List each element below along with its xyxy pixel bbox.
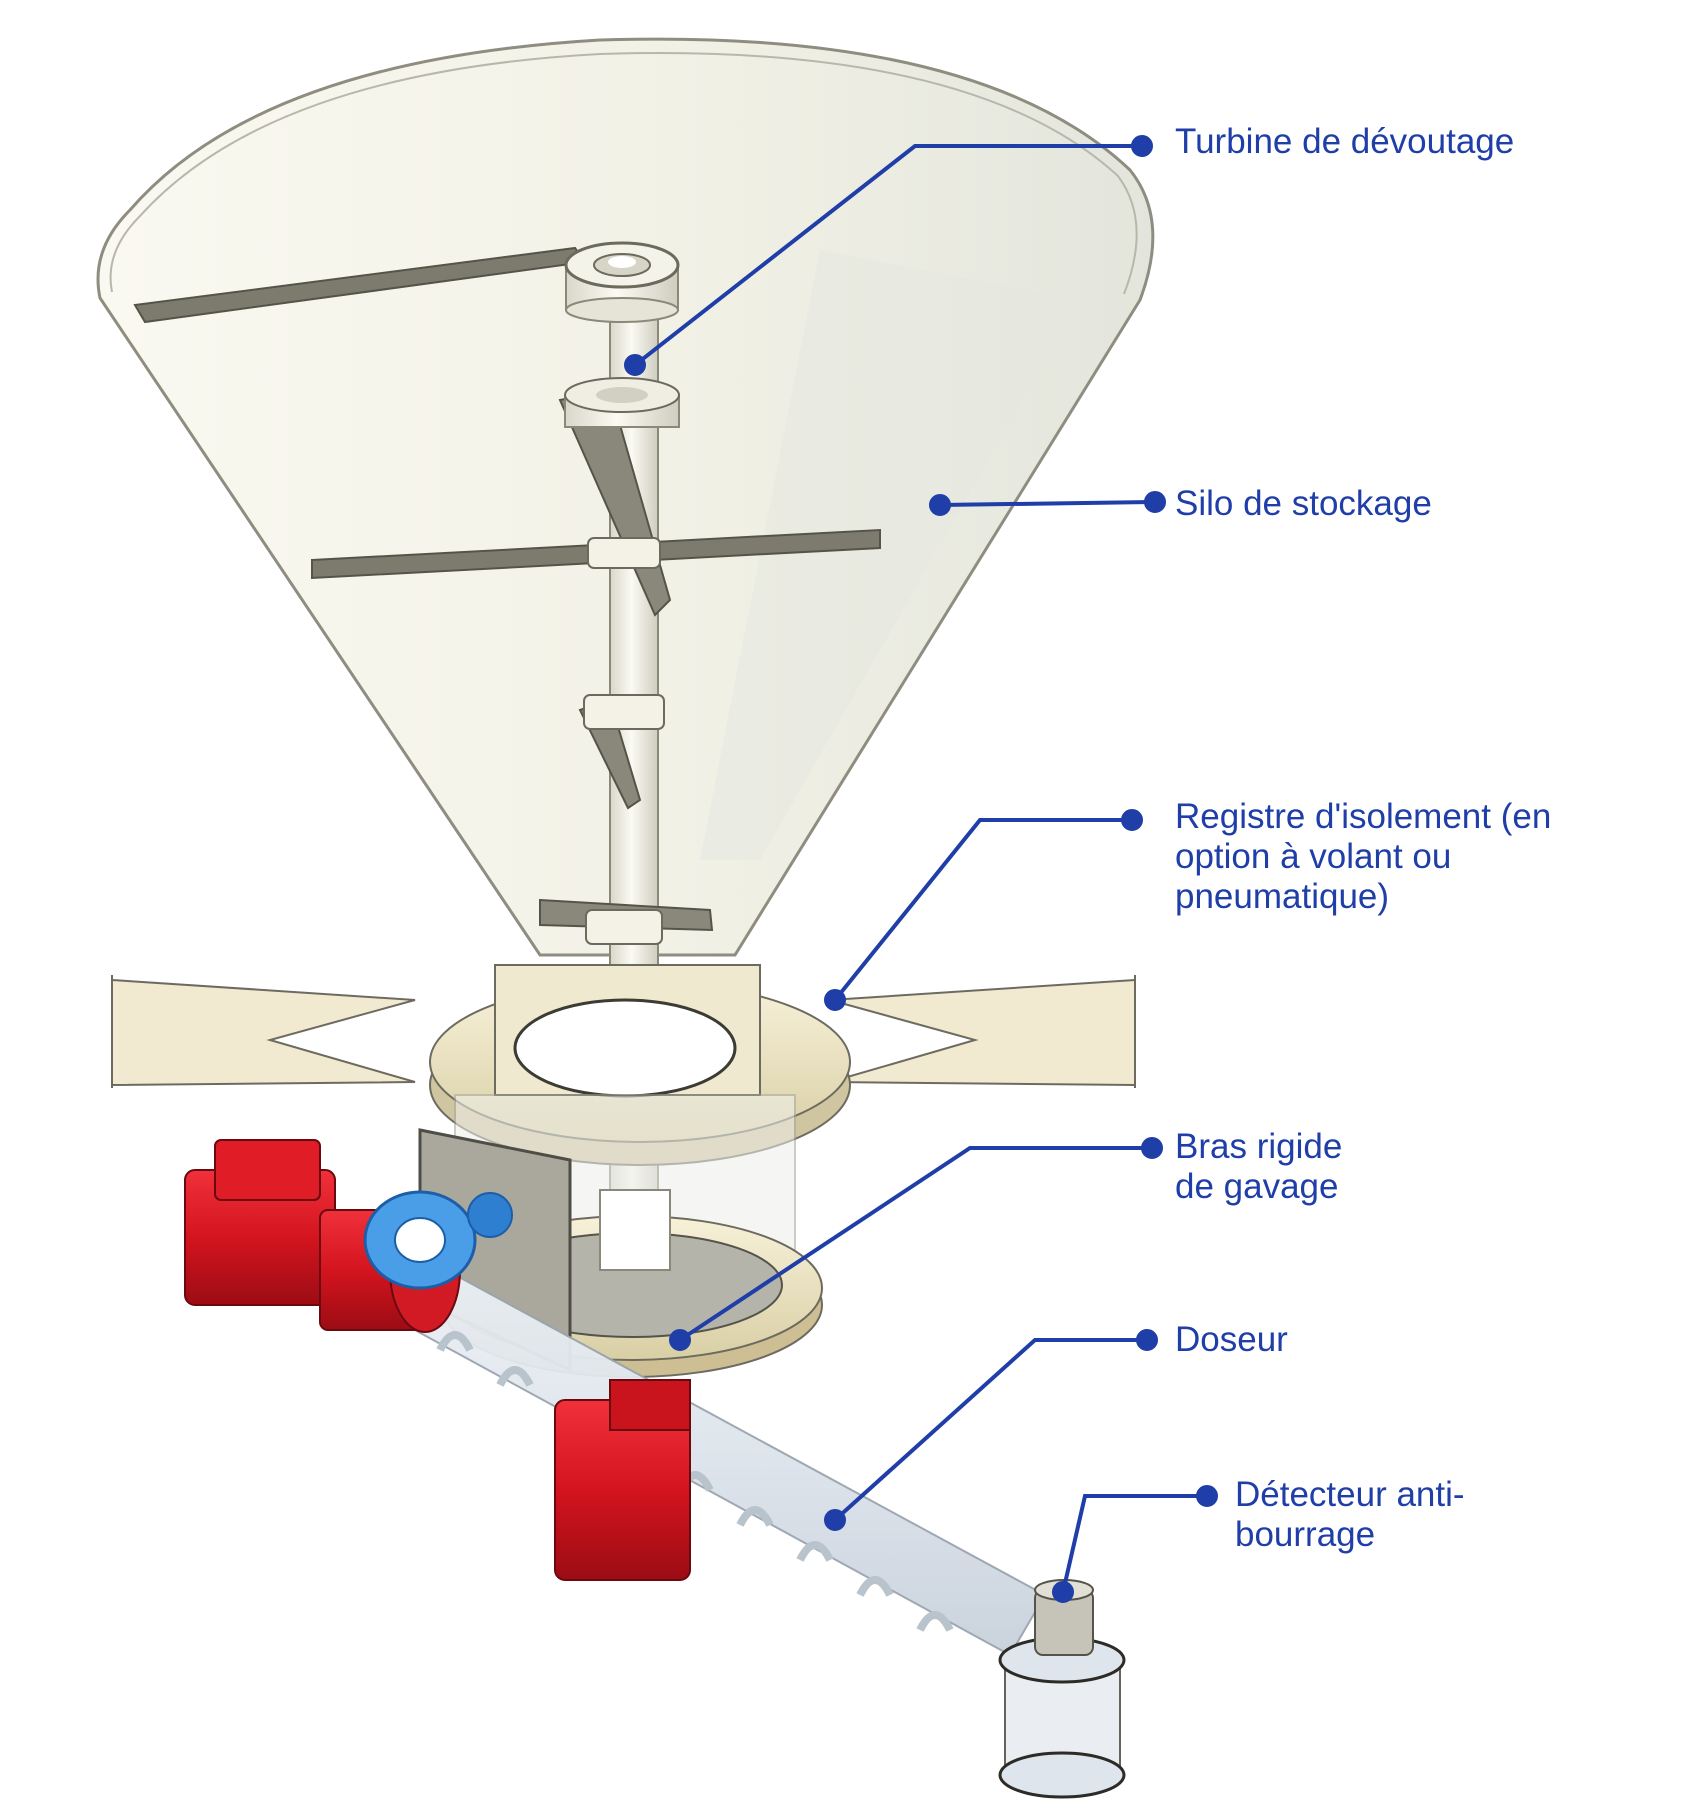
shaft-clamp-3 [539, 898, 714, 945]
drive-motor-lower [554, 1379, 691, 1581]
callout-leaders [624, 135, 1218, 1603]
leader-registre-dot [1121, 809, 1143, 831]
leader-bras [678, 1146, 1152, 1342]
blue-gear-unit [363, 1190, 513, 1290]
right-support-bracket [829, 975, 1136, 1088]
leader-detecteur [1061, 1494, 1207, 1593]
turbine-top-hub [564, 241, 680, 323]
callout-doseur-label: Doseur [1175, 1320, 1288, 1359]
callout-bras-label: Bras rigide de gavage [1175, 1127, 1343, 1206]
shaft-clamp-1 [587, 537, 661, 569]
leader-silo [939, 500, 1156, 507]
leader-doseur [833, 1338, 1147, 1522]
callout-detecteur-label: Détecteur anti- bourrage [1235, 1475, 1465, 1554]
leader-turbine-dot [1131, 135, 1153, 157]
leader-bras-dot [1141, 1137, 1163, 1159]
left-support-bracket [111, 975, 416, 1088]
shaft-clamp-2 [578, 694, 665, 810]
leader-detecteur-dot [1196, 1485, 1218, 1507]
callout-silo-label: Silo de stockage [1175, 484, 1432, 523]
leader-silo-dot [1144, 491, 1166, 513]
leader-doseur-dot [1136, 1329, 1158, 1351]
callout-turbine-label: Turbine de dévoutage [1175, 122, 1515, 161]
callout-registre-label: Registre d'isolement (en option à volant… [1175, 797, 1552, 916]
leader-turbine [633, 144, 1142, 367]
leader-registre [833, 818, 1132, 1002]
